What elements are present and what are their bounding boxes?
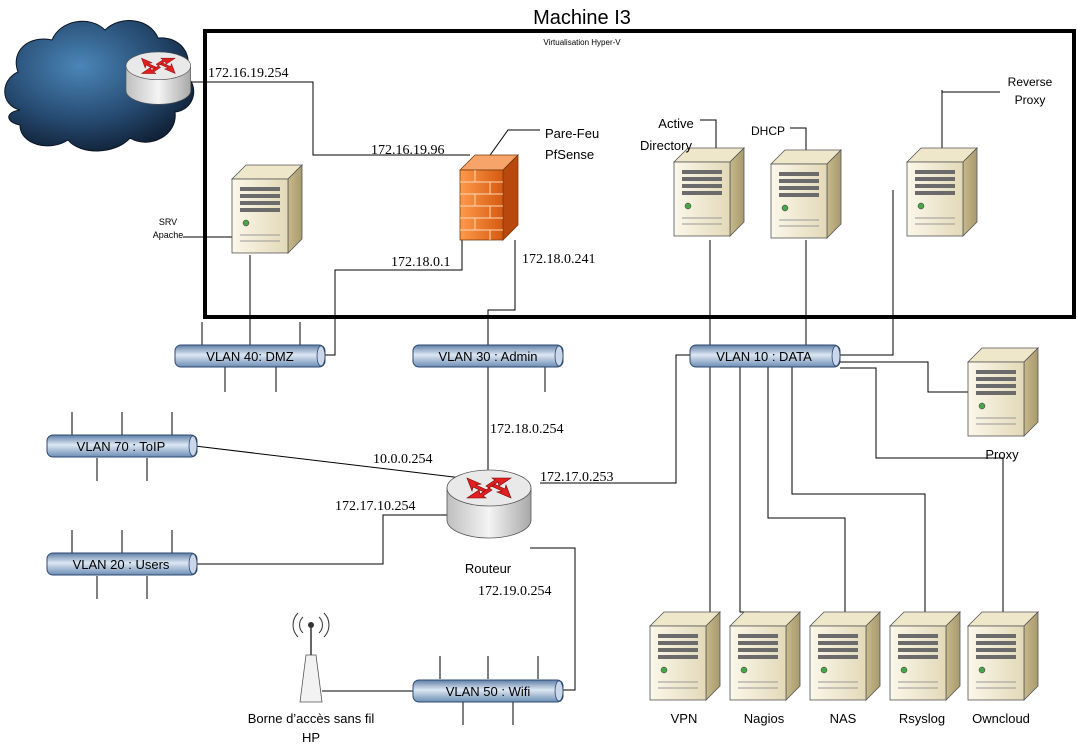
nagios-server-icon xyxy=(729,611,801,701)
rsyslog-label: Rsyslog xyxy=(899,711,945,726)
router-label: Routeur xyxy=(465,561,512,576)
ip-wan: 172.16.19.254 xyxy=(208,66,289,81)
vpn-server-icon xyxy=(649,611,721,701)
srv-apache-label-1: SRV xyxy=(159,217,177,227)
vlan-data-label: VLAN 10 : DATA xyxy=(716,349,812,364)
rsyslog-server-icon xyxy=(889,611,961,701)
hyperv-label: Virtualisation Hyper-V xyxy=(543,38,621,47)
ad-label-1: Active xyxy=(658,116,693,131)
reverse-proxy-label-2: Proxy xyxy=(1015,93,1046,107)
owncloud-server-icon xyxy=(967,611,1039,701)
vlan-toip-label: VLAN 70 : ToIP xyxy=(77,439,166,454)
ip-fw-dmz: 172.18.0.1 xyxy=(391,255,451,270)
ip-router-toip: 10.0.0.254 xyxy=(373,452,433,467)
vlan-bus-users: VLAN 20 : Users xyxy=(46,552,198,576)
firewall-label-2: PfSense xyxy=(545,147,594,162)
nas-label: NAS xyxy=(830,711,857,726)
vlan-dmz-label: VLAN 40: DMZ xyxy=(206,349,293,364)
reverse-proxy-label-1: Reverse xyxy=(1008,75,1053,89)
access-point-label-1: Borne d’accès sans fil xyxy=(248,711,375,726)
ip-router-wifi: 172.19.0.254 xyxy=(478,584,552,599)
nas-server-icon xyxy=(809,611,881,701)
srv-apache-server-icon xyxy=(231,164,303,254)
ip-router-admin: 172.18.0.254 xyxy=(490,422,564,437)
core-router-icon xyxy=(446,469,532,539)
diagram-title: Machine I3 xyxy=(533,7,631,29)
vlan-bus-toip: VLAN 70 : ToIP xyxy=(46,434,198,458)
ip-fw-admin: 172.18.0.241 xyxy=(522,252,596,267)
hyperv-frame xyxy=(203,29,1076,319)
ip-router-users: 172.17.10.254 xyxy=(335,499,416,514)
vlan-bus-dmz: VLAN 40: DMZ xyxy=(174,344,326,368)
active-directory-server-icon xyxy=(673,147,745,237)
vlan-bus-admin: VLAN 30 : Admin xyxy=(412,344,564,368)
wifi-access-point-icon xyxy=(292,612,330,703)
vpn-label: VPN xyxy=(671,711,698,726)
proxy-label: Proxy xyxy=(985,447,1019,462)
ip-router-data: 172.17.0.253 xyxy=(540,470,614,485)
vlan-admin-label: VLAN 30 : Admin xyxy=(439,349,538,364)
dhcp-server-icon xyxy=(770,149,842,239)
reverse-proxy-server-icon xyxy=(906,147,978,237)
internet-router-icon xyxy=(125,51,191,105)
dhcp-label: DHCP xyxy=(751,124,785,138)
srv-apache-label-2: Apache xyxy=(153,230,184,240)
firewall-label-1: Pare-Feu xyxy=(545,126,599,141)
vlan-wifi-label: VLAN 50 : Wifi xyxy=(446,684,531,699)
vlan-bus-wifi: VLAN 50 : Wifi xyxy=(412,679,564,703)
nagios-label: Nagios xyxy=(744,711,785,726)
owncloud-label: Owncloud xyxy=(972,711,1030,726)
vlan-bus-data: VLAN 10 : DATA xyxy=(689,344,841,368)
ad-label-2: Directory xyxy=(640,138,693,153)
ip-fw-wan: 172.16.19.96 xyxy=(371,143,445,158)
access-point-label-2: HP xyxy=(302,730,320,745)
links xyxy=(71,81,1004,725)
vlan-users-label: VLAN 20 : Users xyxy=(73,557,170,572)
proxy-server-icon xyxy=(967,347,1039,437)
firewall-icon xyxy=(459,154,519,241)
